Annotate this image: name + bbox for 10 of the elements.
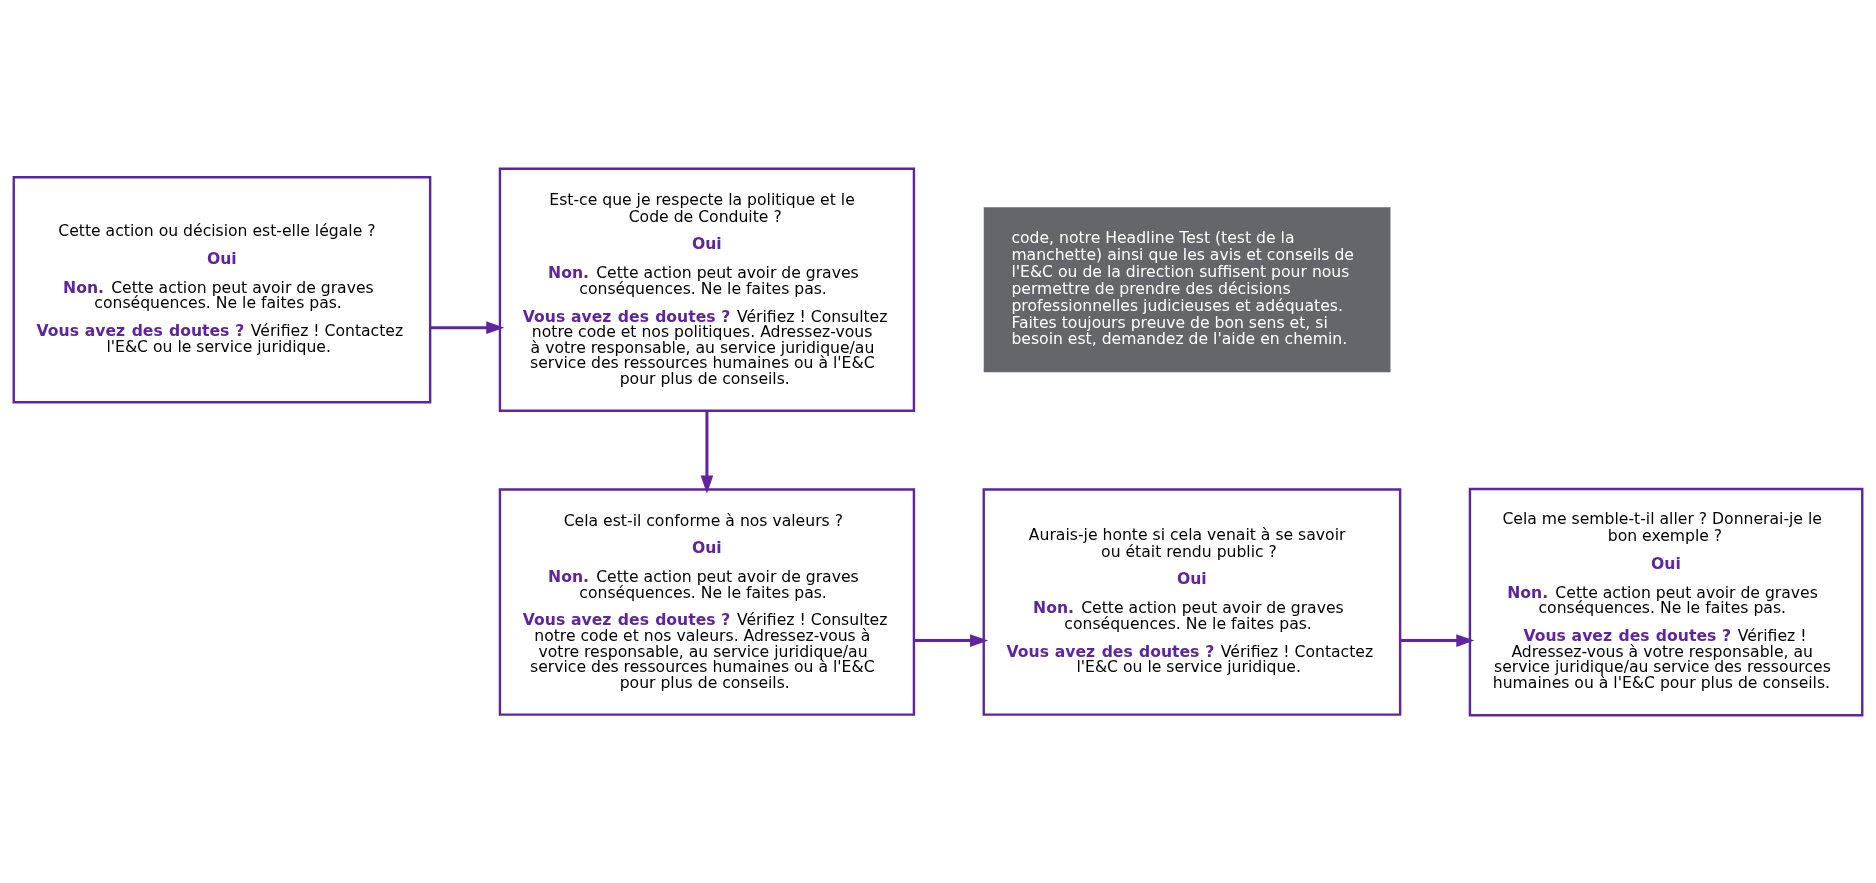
arrow bbox=[700, 410, 714, 494]
node-box: Aurais-je honte si cela venait à se savoir ou était rendu public ? Oui Non. Cette action peut avoir de graves conséquences. Ne le faites pas. Vous avez des doutes ? Vérifiez ! Contactez l'E&C ou le service juridique. bbox=[982, 487, 1402, 716]
node-box: Cela me semble-t-il aller ? Donnerai-je le bon exemple ? Oui Non. Cette action peut avoir de graves conséquences. Ne le faites pas. Vous avez des doutes ? Vérifiez ! Adressez-vous à votre responsable, au service juridique/au service des ressources humaines ou à l'E&C pour plus de conseils. bbox=[1468, 487, 1864, 716]
node-box: Cela est-il conforme à nos valeurs ? Oui Non. Cette action peut avoir de graves conséquences. Ne le faites pas. Vous avez des doutes ? Vérifiez ! Consultez notre code et nos valeurs. Adressez-vous à votre responsable, au service juridique/au service des ressources humaines ou à l'E&C pour plus de conseils. bbox=[498, 487, 916, 716]
arrow bbox=[1400, 633, 1475, 647]
node-box: Est-ce que je respecte la politique et le Code de Conduite ? Oui Non. Cette action peut avoir de graves conséquences. Ne le faites pas. Vous avez des doutes ? Vérifiez ! Consultez notre code et nos politiques. Adressez-vous à votre responsable, au service juridique/au service des ressources humaines ou à l'E&C pour plus de conseils. bbox=[498, 167, 916, 412]
node-box: code, notre Headline Test (test de la manchette) ainsi que les avis et conseils de l'E&C ou de la direction suffisent pour nous permettre de prendre des décisions professionnelles judicieuses et adéquates. Faites toujours preuve de bon sens et, si besoin est, demandez de l'aide en chemin. bbox=[983, 206, 1391, 372]
arrow bbox=[430, 320, 505, 334]
arrow bbox=[914, 633, 989, 647]
node-box: Cette action ou décision est-elle légale ? Oui Non. Cette action peut avoir de graves conséquences. Ne le faites pas. Vous avez des doutes ? Vérifiez ! Contactez l'E&C ou le service juridique. bbox=[12, 175, 432, 403]
